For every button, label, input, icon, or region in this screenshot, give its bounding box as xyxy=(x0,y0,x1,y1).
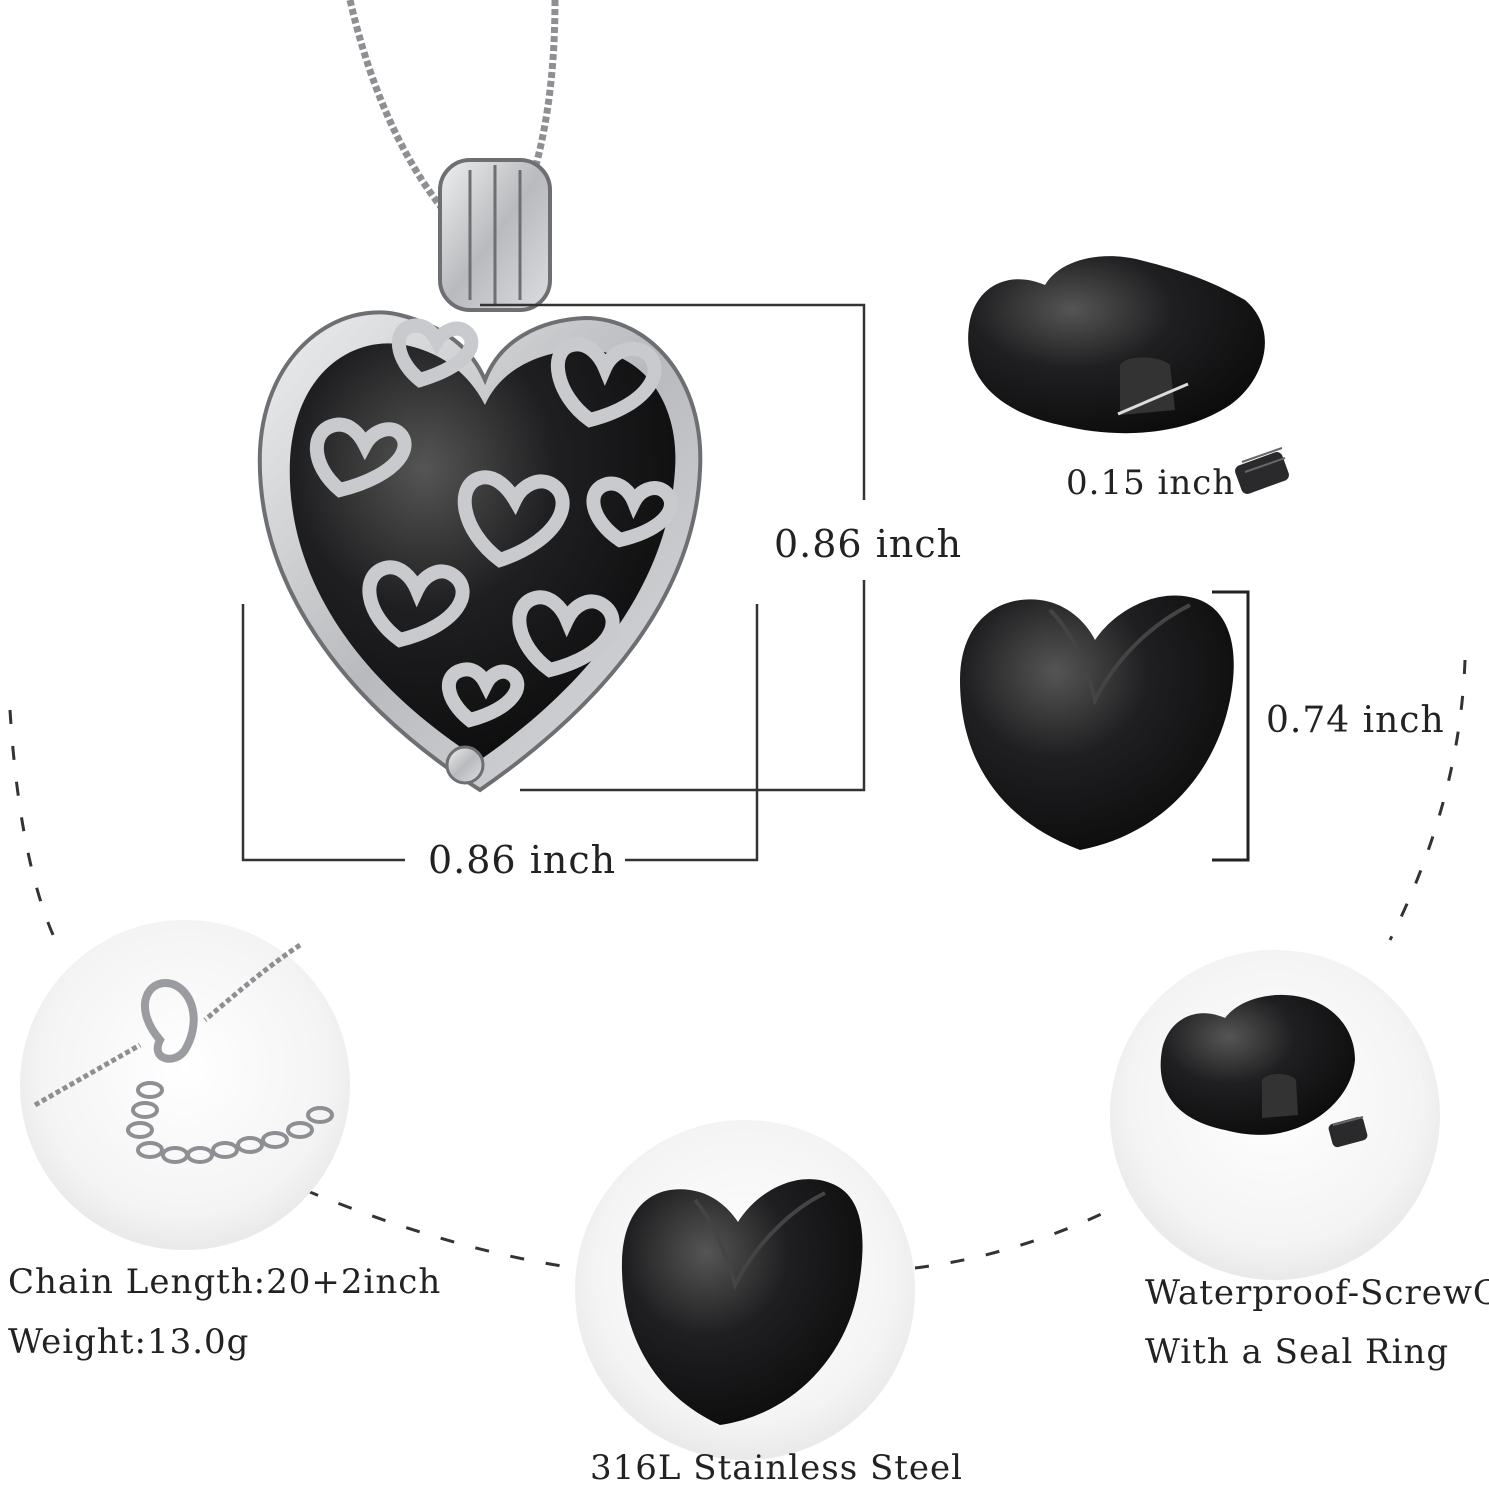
pendant-bail xyxy=(438,158,552,312)
chain-clasp-circle xyxy=(20,920,350,1250)
screwcap-text-line1: Waterproof-ScrewCap xyxy=(1145,1273,1489,1313)
screw-hole-label: 0.15 inch xyxy=(1066,463,1236,503)
pendant-height-label: 0.86 inch xyxy=(774,522,963,566)
heart-urn-top-view xyxy=(968,256,1265,434)
material-text: 316L Stainless Steel xyxy=(590,1448,964,1488)
pendant-width-label: 0.86 inch xyxy=(428,838,617,882)
material-circle xyxy=(575,1120,915,1460)
heart-height-label: 0.74 inch xyxy=(1266,700,1445,741)
screwcap-circle xyxy=(1110,950,1440,1280)
screwcap-text-line2: With a Seal Ring xyxy=(1145,1332,1450,1372)
heart-locket-pendant xyxy=(257,310,703,793)
pendant-dimension-lines xyxy=(241,303,866,862)
weight-text: Weight:13.0g xyxy=(8,1322,250,1362)
dashed-arc xyxy=(8,659,1467,1270)
heart-urn-front-view xyxy=(960,595,1234,850)
heart-height-bracket xyxy=(1212,590,1250,862)
screw-cap-icon xyxy=(1235,447,1289,494)
chain-length-text: Chain Length:20+2inch xyxy=(8,1262,442,1302)
